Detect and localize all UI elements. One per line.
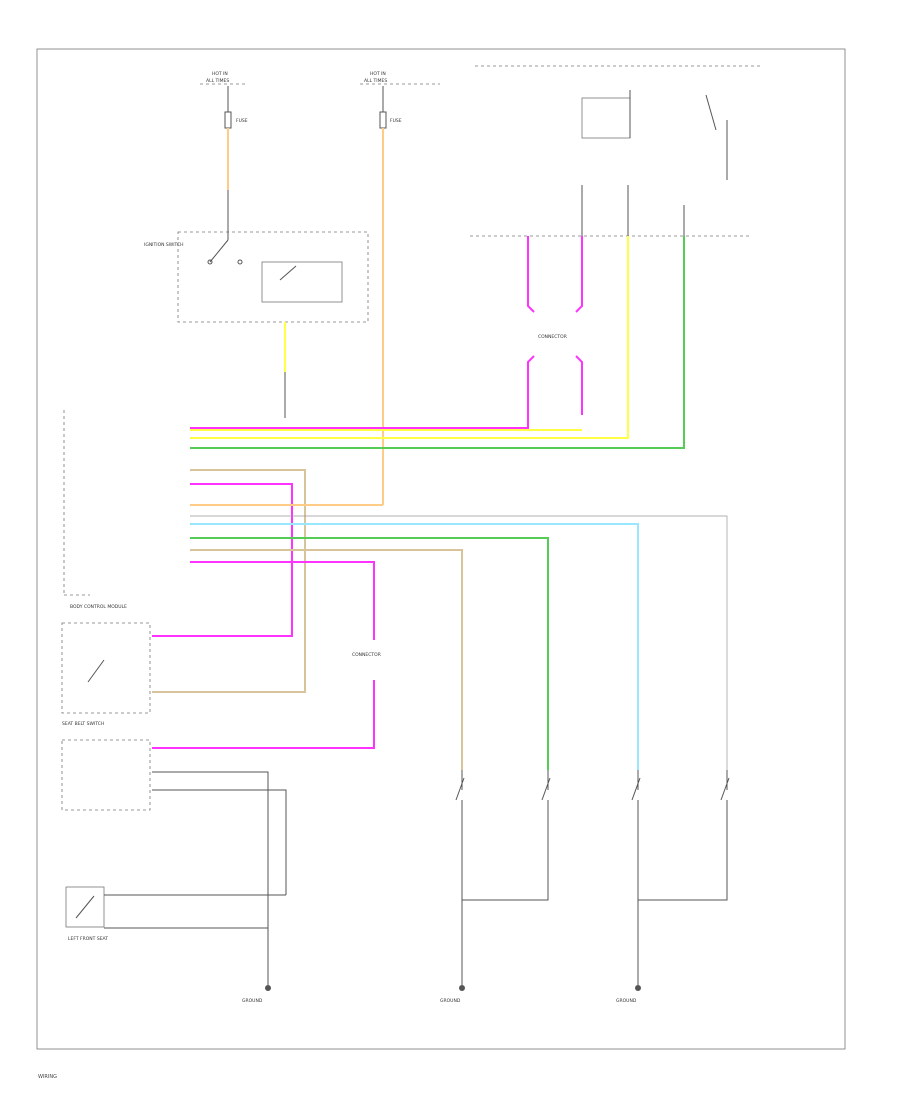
wire-black-2 [152,789,287,895]
ground-left-icon [265,985,271,991]
wire-thin-right [190,515,728,770]
wire-green-top [190,236,685,449]
wire-pink-module [152,483,293,637]
door-switch-1 [455,770,465,900]
wire-pink-b [575,236,583,313]
wire-yellow-top [190,236,629,439]
hot-label-mid-top: HOT IN [370,71,386,77]
wire-cyan [190,523,639,770]
door-switch-2 [541,770,551,880]
wire-tan-a [152,469,306,693]
wire-pink-d [575,355,583,415]
hot-label-mid-bot: ALL TIMES [364,78,387,84]
diagram-frame [36,48,846,1050]
switch-arm-2 [279,265,297,281]
wire-pink-low [190,561,375,640]
switch-contact-1 [207,259,213,265]
wire-pink-c [190,355,535,429]
fuse-label-left: FUSE [236,118,248,124]
switch-contact-2 [237,259,243,265]
right-switch-arm [705,94,717,131]
wire-green-low [190,537,549,770]
seat-sensor-arm [75,895,95,919]
seat-belt-switch-label: SEAT BELT SWITCH [62,721,104,727]
module-label: BODY CONTROL MODULE [70,604,127,610]
ignition-switch-box [177,231,369,323]
fuse-left-icon [224,111,232,129]
ground-mid-label: GROUND [440,998,461,1004]
seat-belt-switch-box [61,622,151,714]
lower-module-box [61,739,151,811]
ground-join-right [637,880,728,985]
ignition-switch-label: IGNITION SWITCH [144,242,184,248]
connector-label-mid: CONNECTOR [352,652,381,658]
switch-arm-1 [209,239,229,263]
hot-label-left-bot: ALL TIMES [206,78,229,84]
ground-left-label: GROUND [242,998,263,1004]
fuse-mid-icon [379,111,387,129]
right-fuse-box [581,97,631,139]
wire-pink-seat [152,680,375,749]
footer-label: WIRING [38,1074,57,1080]
door-switch-3 [631,770,641,900]
left-front-seat-box [65,886,105,928]
ground-right-icon [635,985,641,991]
door-switch-4 [720,770,730,880]
wire-black-1 [152,771,269,970]
fuse-label-mid: FUSE [390,118,402,124]
left-front-seat-label: LEFT FRONT SEAT [68,936,108,942]
connector-label-top: CONNECTOR [538,334,567,340]
seat-switch-arm [87,659,105,683]
ignition-sub-box [261,261,343,303]
hot-label-left-top: HOT IN [212,71,228,77]
ground-join-mid [461,880,549,985]
ground-mid-icon [459,985,465,991]
wire-pink-a [527,236,535,313]
wire-tan-low [190,549,463,770]
ground-right-label: GROUND [616,998,637,1004]
